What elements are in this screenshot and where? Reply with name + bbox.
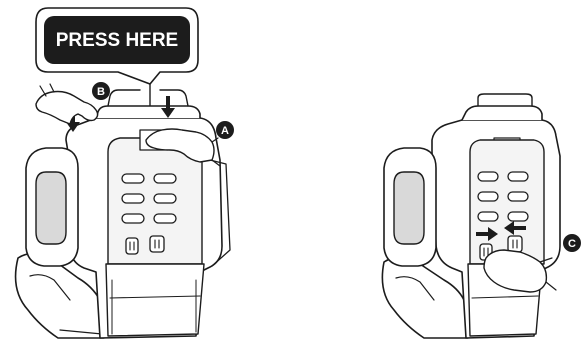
harness-slot (122, 174, 144, 183)
marker-b: B (92, 82, 110, 100)
backrest-top-rim (96, 106, 200, 118)
harness-slot (154, 214, 176, 223)
harness-slot (154, 194, 176, 203)
marker-b-label: B (97, 86, 105, 98)
harness-slot (478, 192, 498, 201)
harness-slot (154, 174, 176, 183)
release-button-right (150, 236, 164, 252)
harness-slot (508, 192, 528, 201)
left-seat-illustration: PRESS HERE B A (16, 8, 234, 338)
harness-slot (478, 172, 498, 181)
side-wing-inset (36, 172, 66, 244)
harness-slot (508, 172, 528, 181)
marker-a-label: A (221, 125, 229, 137)
hand-b-icon (36, 92, 98, 125)
harness-slot (478, 212, 498, 221)
marker-c-label: C (568, 238, 576, 250)
harness-slot (122, 214, 144, 223)
backrest-top-handle (478, 94, 532, 106)
backrest-handle-left (108, 90, 140, 106)
release-button-left (126, 238, 138, 254)
seat-pan (106, 264, 204, 336)
harness-slot (122, 194, 144, 203)
marker-a: A (216, 121, 234, 139)
side-wing-inset (394, 172, 424, 244)
backrest-handle-right (160, 90, 188, 106)
press-here-callout: PRESS HERE (36, 8, 198, 84)
release-button-right (508, 236, 522, 252)
backrest-top-rim (462, 106, 542, 120)
marker-c: C (563, 234, 581, 252)
harness-slot (508, 212, 528, 221)
callout-text: PRESS HERE (56, 30, 178, 51)
right-seat-illustration: C (382, 94, 581, 338)
